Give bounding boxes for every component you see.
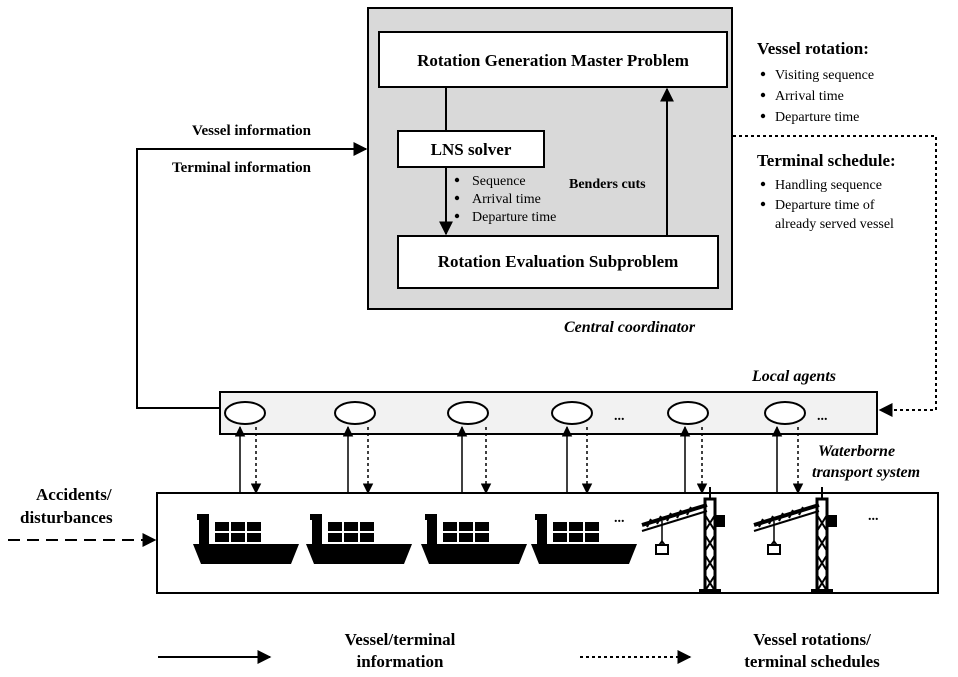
vessel-information-label: Vessel information bbox=[192, 123, 312, 139]
agent-entity-arrows bbox=[234, 425, 804, 495]
lns-solver-box bbox=[397, 130, 545, 168]
agent-node bbox=[764, 401, 806, 425]
vessel-rotation-title: Vessel rotation: bbox=[757, 39, 869, 58]
legend-dotted-label-line1: Vessel rotations/ bbox=[753, 630, 871, 649]
cranes-ellipsis: ... bbox=[868, 509, 879, 524]
legend-solid-label-line2: information bbox=[357, 652, 444, 671]
agents-ellipsis: ... bbox=[614, 409, 625, 424]
lns-bullet-item: Departure time bbox=[472, 210, 556, 225]
agent-node bbox=[551, 401, 593, 425]
agent-node bbox=[667, 401, 709, 425]
local-agents-caption: Local agents bbox=[751, 368, 836, 385]
agent-node bbox=[224, 401, 266, 425]
benders-cuts-label: Benders cuts bbox=[569, 177, 646, 192]
master-problem-label: Rotation Generation Master Problem bbox=[417, 51, 689, 70]
lns-bullets: Sequence Arrival time Departure time bbox=[454, 174, 556, 225]
agent-nodes bbox=[224, 401, 806, 425]
coordinator-to-agents-dotted-arrow bbox=[733, 135, 937, 417]
agents-ellipsis: ... bbox=[817, 409, 828, 424]
central-coordinator-caption: Central coordinator bbox=[564, 319, 696, 336]
accidents-label-line2: disturbances bbox=[20, 508, 113, 527]
terminal-schedule-title: Terminal schedule: bbox=[757, 151, 896, 170]
lns-bullet-item: Arrival time bbox=[472, 192, 541, 207]
accidents-label-line1: Accidents/ bbox=[36, 485, 112, 504]
waterborne-caption-line2: transport system bbox=[812, 464, 920, 481]
vessel-rotation-bullets: Visiting sequence Arrival time Departure… bbox=[760, 68, 874, 125]
terminal-schedule-item: already served vessel bbox=[775, 217, 894, 232]
terminal-information-label: Terminal information bbox=[172, 160, 312, 176]
agent-node bbox=[334, 401, 376, 425]
waterborne-caption-line1: Waterborne bbox=[818, 443, 895, 460]
terminal-schedule-bullets: Handling sequence Departure time of alre… bbox=[760, 178, 894, 232]
legend-dotted-label-line2: terminal schedules bbox=[744, 652, 880, 671]
vessel-rotation-item: Departure time bbox=[775, 110, 859, 125]
legend-solid-label-line1: Vessel/terminal bbox=[345, 630, 456, 649]
info-to-coordinator-arrow bbox=[136, 142, 368, 409]
terminal-schedule-item: Handling sequence bbox=[775, 178, 882, 193]
lns-bullet-item: Sequence bbox=[472, 174, 526, 189]
master-problem-box bbox=[378, 31, 728, 88]
subproblem-label: Rotation Evaluation Subproblem bbox=[438, 252, 679, 271]
vessel-rotation-item: Arrival time bbox=[775, 89, 844, 104]
lns-solver-label: LNS solver bbox=[431, 140, 512, 159]
ships-ellipsis: ... bbox=[614, 511, 625, 526]
vessel-rotation-item: Visiting sequence bbox=[775, 68, 874, 83]
agent-node bbox=[447, 401, 489, 425]
terminal-schedule-item: Departure time of bbox=[775, 198, 875, 213]
subproblem-box bbox=[397, 235, 719, 289]
